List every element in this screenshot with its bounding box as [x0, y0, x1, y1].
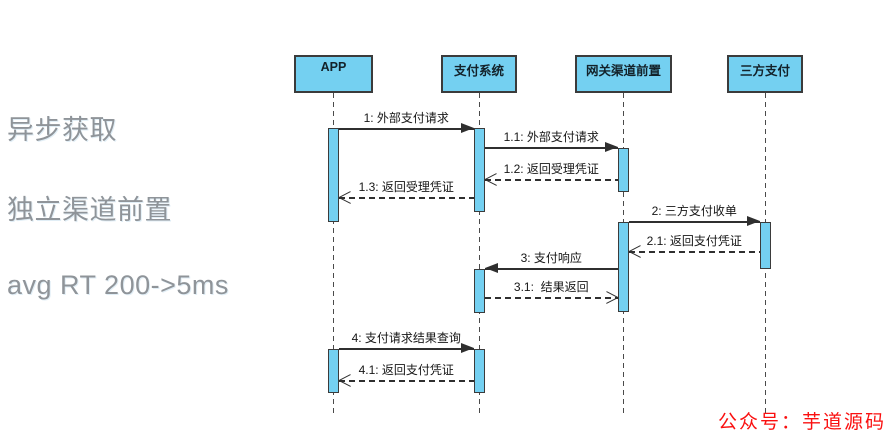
- sync-arrowhead-icon: [746, 216, 760, 226]
- activation-bar: [328, 349, 339, 393]
- message-line: [484, 179, 618, 181]
- message-label: 3.1: 结果返回: [513, 280, 589, 294]
- watermark-text: 公众号：芋道源码: [717, 412, 886, 433]
- message-label: 2.1: 返回支付凭证: [646, 234, 742, 248]
- sync-arrowhead-icon: [460, 123, 474, 133]
- sync-arrowhead-icon: [484, 263, 498, 273]
- participant-label-third-party-pay: 三方支付: [739, 64, 790, 78]
- annotation-independent-channel-front: 独立渠道前置: [7, 195, 172, 225]
- message-label: 4: 支付请求结果查询: [351, 331, 461, 345]
- message-line: [339, 197, 474, 199]
- message-line: [339, 380, 474, 382]
- participant-box-app: APP: [294, 55, 373, 93]
- activation-bar: [473, 269, 485, 313]
- participant-box-third-party-pay: 三方支付: [727, 55, 803, 93]
- sync-arrowhead-icon: [460, 343, 474, 353]
- message-line: [484, 268, 618, 270]
- participant-label-gateway-channel-front: 网关渠道前置: [585, 64, 661, 78]
- participant-label-payment-system: 支付系统: [453, 64, 504, 78]
- lifeline-app: [333, 93, 334, 415]
- activation-bar: [759, 222, 771, 269]
- message-label: 2: 三方支付收单: [651, 204, 737, 218]
- message-line: [484, 297, 618, 299]
- activation-bar: [618, 222, 629, 312]
- message-label: 1.2: 返回受理凭证: [503, 162, 599, 176]
- activation-bar: [473, 349, 485, 393]
- participant-label-app: APP: [320, 60, 347, 74]
- annotation-avg-rt: avg RT 200->5ms: [7, 270, 229, 300]
- activation-bar: [328, 128, 339, 222]
- message-line: [339, 128, 474, 130]
- sync-arrowhead-icon: [605, 142, 618, 152]
- lifeline-payment-system: [478, 93, 480, 415]
- message-label: 1: 外部支付请求: [363, 111, 449, 125]
- participant-box-gateway-channel-front: 网关渠道前置: [575, 55, 672, 93]
- participant-box-payment-system: 支付系统: [441, 55, 517, 93]
- activation-bar: [618, 148, 629, 192]
- message-line: [339, 348, 474, 350]
- message-label: 4.1: 返回支付凭证: [358, 363, 454, 377]
- message-label: 1.1: 外部支付请求: [503, 130, 599, 144]
- message-label: 3: 支付响应: [520, 251, 582, 265]
- message-label: 1.3: 返回受理凭证: [358, 180, 454, 194]
- message-line: [629, 221, 760, 223]
- annotation-async-fetch: 异步获取: [7, 115, 117, 145]
- activation-bar: [473, 128, 485, 212]
- message-line: [484, 147, 618, 149]
- message-line: [629, 251, 760, 253]
